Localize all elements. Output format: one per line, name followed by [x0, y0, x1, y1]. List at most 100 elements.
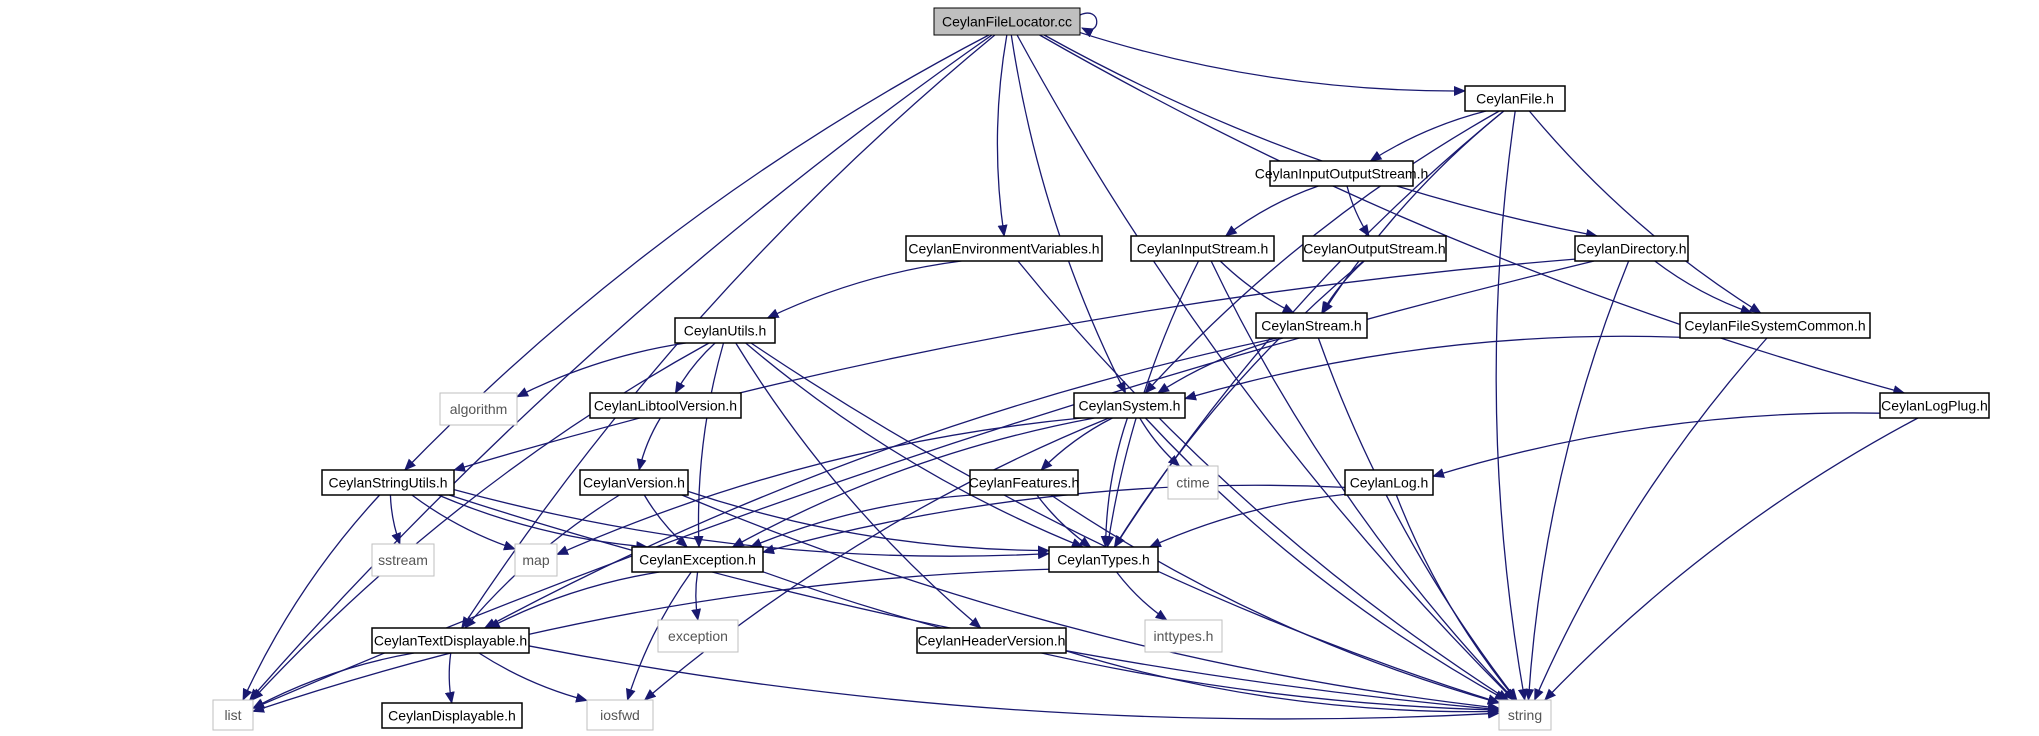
edge-utils-to-algorithm	[516, 342, 686, 398]
edge-file-to-fscommon	[1528, 110, 1762, 314]
node-label: CeylanInputStream.h	[1137, 241, 1269, 257]
node-exc[interactable]: CeylanException.h	[631, 546, 764, 573]
edge-version-to-string	[681, 494, 1500, 712]
edge-utils-to-types	[745, 342, 1084, 548]
node-label: iosfwd	[600, 707, 640, 723]
edge-file-to-iostream	[1369, 110, 1487, 162]
edge-envvars-to-utils	[766, 260, 962, 319]
node-iostream[interactable]: CeylanInputOutputStream.h	[1255, 160, 1429, 187]
node-label: CeylanFileLocator.cc	[942, 14, 1072, 30]
node-version[interactable]: CeylanVersion.h	[579, 469, 689, 496]
edge-fscommon-to-system	[1184, 335, 1681, 401]
edge-stream-to-system	[1157, 337, 1284, 394]
node-istream[interactable]: CeylanInputStream.h	[1130, 235, 1275, 262]
node-label: CeylanLog.h	[1350, 475, 1429, 491]
node-label: inttypes.h	[1154, 628, 1214, 644]
node-box	[1255, 312, 1368, 339]
node-textdisp[interactable]: CeylanTextDisplayable.h	[371, 627, 530, 654]
node-fscommon[interactable]: CeylanFileSystemCommon.h	[1679, 312, 1871, 339]
node-label: CeylanOutputStream.h	[1303, 241, 1445, 257]
edge-types-to-inttypes	[1116, 571, 1168, 621]
edge-version-to-exc	[643, 494, 688, 548]
node-label: string	[1508, 707, 1542, 723]
edge-utils-to-list	[251, 342, 710, 701]
edge-exc-to-textdisp	[487, 571, 660, 629]
edge-features-to-types	[1036, 494, 1092, 548]
node-box	[905, 235, 1103, 262]
node-label: CeylanFile.h	[1476, 91, 1554, 107]
node-box	[1167, 465, 1219, 500]
edge-ostream-to-stream	[1321, 260, 1365, 314]
edge-root-to-list	[249, 34, 993, 701]
node-box	[657, 619, 739, 653]
edge-strutils-to-string	[448, 494, 1500, 714]
node-root[interactable]: CeylanFileLocator.cc	[933, 7, 1081, 36]
node-label: CeylanSystem.h	[1079, 398, 1181, 414]
node-label: CeylanStream.h	[1261, 318, 1361, 334]
node-utils[interactable]: CeylanUtils.h	[674, 317, 776, 344]
node-ostream[interactable]: CeylanOutputStream.h	[1302, 235, 1447, 262]
node-logplug[interactable]: CeylanLogPlug.h	[1879, 392, 1990, 419]
node-box	[212, 699, 254, 731]
edge-log-to-string	[1395, 494, 1517, 701]
node-box	[439, 392, 518, 426]
edge-stream-to-string	[1317, 337, 1518, 701]
node-label: CeylanUtils.h	[684, 323, 766, 339]
node-label: CeylanInputOutputStream.h	[1255, 166, 1429, 182]
edge-libtool-to-version	[636, 417, 661, 471]
node-dir[interactable]: CeylanDirectory.h	[1574, 235, 1689, 262]
node-envvars[interactable]: CeylanEnvironmentVariables.h	[905, 235, 1103, 262]
node-exception: exception	[657, 619, 739, 653]
node-map: map	[514, 543, 558, 577]
node-iosfwd: iosfwd	[586, 699, 654, 731]
node-types[interactable]: CeylanTypes.h	[1048, 546, 1159, 573]
edge-strutils-to-list	[242, 494, 381, 701]
edge-system-to-string	[1144, 417, 1507, 701]
node-label: map	[522, 552, 549, 568]
node-algorithm: algorithm	[439, 392, 518, 426]
node-box	[933, 7, 1081, 36]
node-label: CeylanVersion.h	[583, 475, 685, 491]
edge-root-to-string	[1016, 34, 1515, 701]
edge-root-to-root	[1079, 12, 1098, 38]
edge-types-to-list	[252, 568, 1050, 713]
edge-iostream-to-istream	[1224, 185, 1319, 237]
edge-utils-to-libtool	[674, 342, 716, 394]
edge-stream-to-textdisp	[483, 337, 1278, 629]
edge-strutils-to-sstream	[389, 494, 401, 545]
node-ctime: ctime	[1167, 465, 1219, 500]
edge-dir-to-list	[252, 260, 1595, 709]
node-box	[589, 392, 742, 419]
node-box	[579, 469, 689, 496]
node-file[interactable]: CeylanFile.h	[1464, 85, 1566, 112]
node-libtool[interactable]: CeylanLibtoolVersion.h	[589, 392, 742, 419]
node-sstream: sstream	[371, 543, 435, 577]
node-disp[interactable]: CeylanDisplayable.h	[381, 702, 523, 729]
edge-fscommon-to-string	[1534, 337, 1768, 701]
node-string: string	[1498, 699, 1552, 731]
node-box	[1048, 546, 1159, 573]
node-strutils[interactable]: CeylanStringUtils.h	[321, 469, 455, 496]
node-box	[631, 546, 764, 573]
edge-system-to-features	[1040, 417, 1113, 471]
edge-system-to-ctime	[1139, 417, 1181, 467]
edge-logplug-to-string	[1544, 417, 1919, 701]
edge-utils-to-hdrver	[735, 342, 982, 629]
edge-root-to-system	[1010, 34, 1127, 394]
edge-dir-to-string	[1524, 260, 1630, 701]
node-log[interactable]: CeylanLog.h	[1344, 469, 1434, 496]
node-label: list	[224, 707, 241, 723]
node-box	[1144, 619, 1223, 653]
node-label: CeylanDisplayable.h	[388, 708, 516, 724]
node-hdrver[interactable]: CeylanHeaderVersion.h	[916, 627, 1067, 654]
edge-system-to-exc	[731, 417, 1095, 548]
edge-textdisp-to-iosfwd	[478, 652, 588, 703]
node-system[interactable]: CeylanSystem.h	[1073, 392, 1186, 419]
node-box	[381, 702, 523, 729]
node-features[interactable]: CeylanFeatures.h	[969, 469, 1080, 496]
node-stream[interactable]: CeylanStream.h	[1255, 312, 1368, 339]
node-label: CeylanStringUtils.h	[328, 475, 447, 491]
node-box	[1574, 235, 1689, 262]
edge-file-to-string	[1495, 110, 1528, 701]
